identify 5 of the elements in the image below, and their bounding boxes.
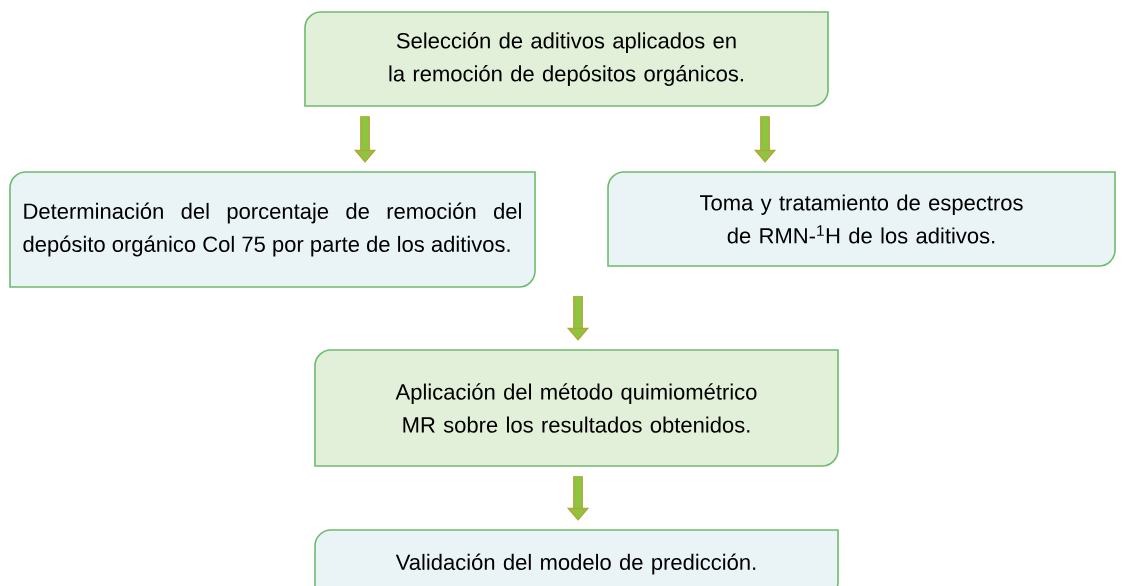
process-box: Determinación del porcentaje de remoción del depósito orgánico Col 75 por parte de los aditivos. — [9, 171, 536, 288]
process-box: Toma y tratamiento de espectros de RMN-$^{1}$H de los aditivos. — [607, 171, 1116, 267]
process-box: Aplicación del método quimiométrico MR sobre los resultados obtenidos. — [314, 349, 839, 467]
process-box: Selección de aditivos aplicados en la remoción de depósitos orgánicos. — [304, 11, 829, 107]
process-box: Validación del modelo de predicción. — [314, 529, 839, 586]
